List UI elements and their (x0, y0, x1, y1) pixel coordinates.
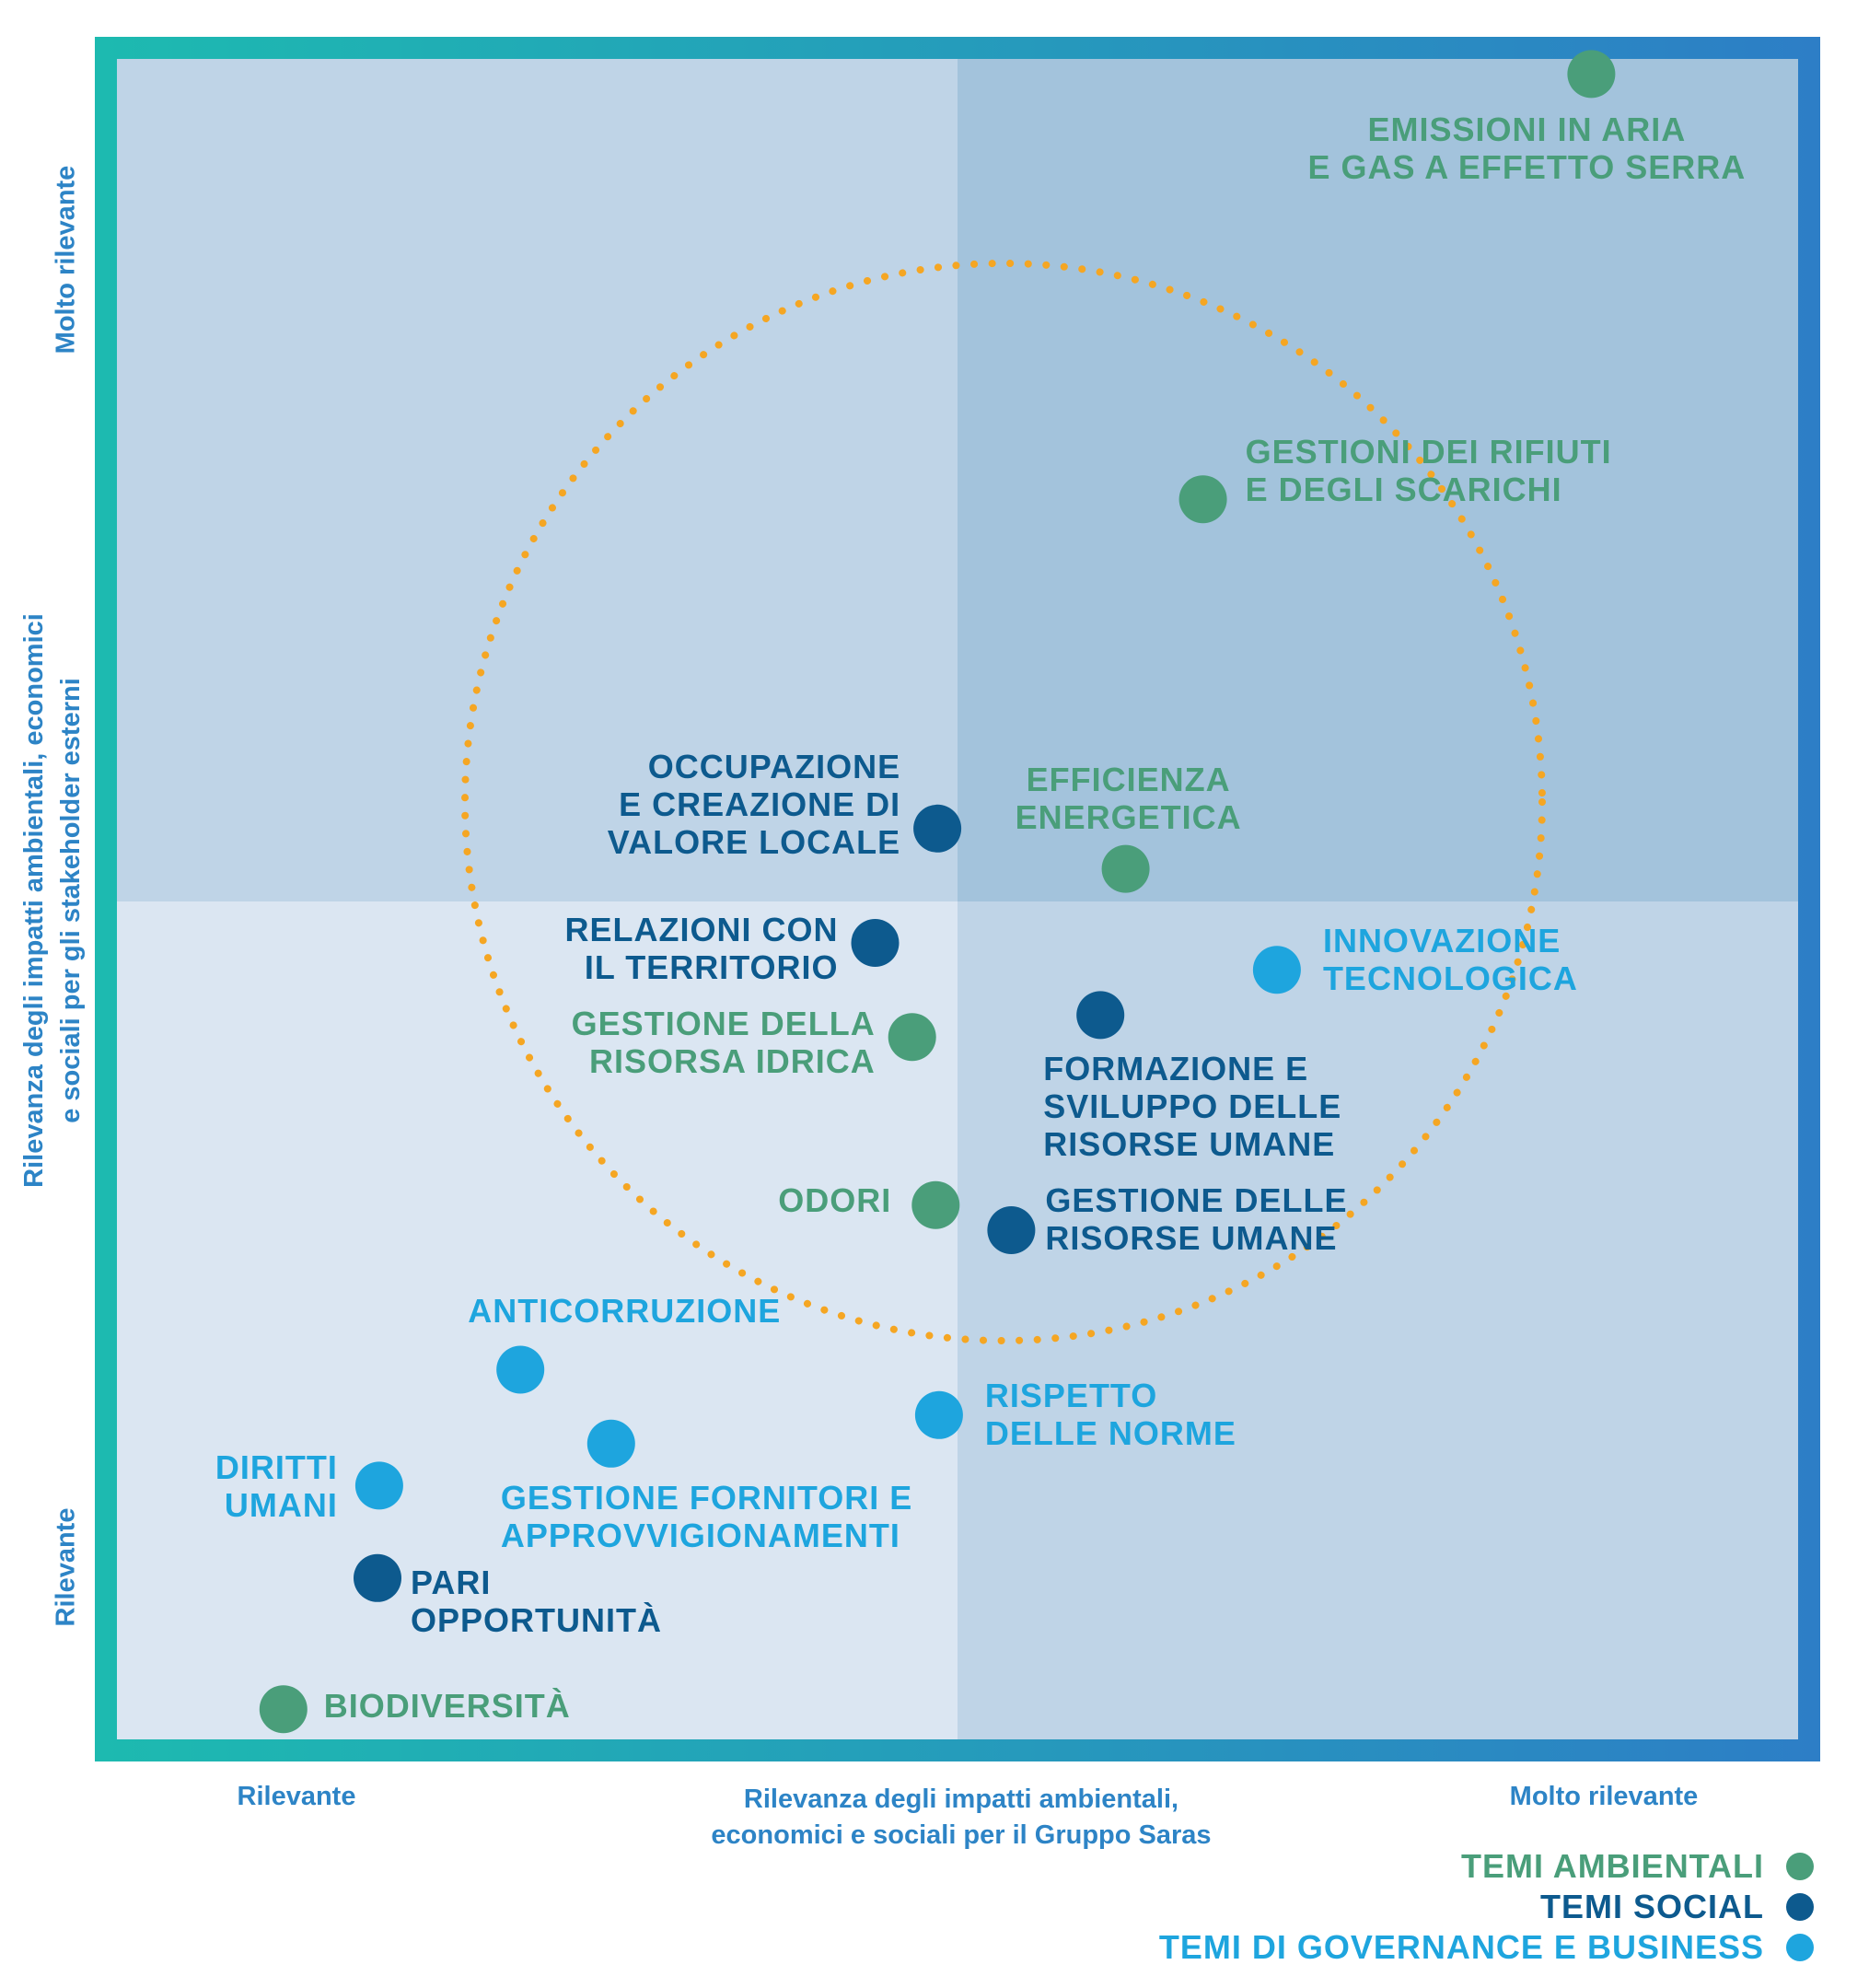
y-axis-high-label: Molto rilevante (51, 165, 81, 355)
quadrant-top-left (117, 59, 958, 901)
point-innovazione (1252, 946, 1301, 994)
point-emissioni (1567, 50, 1616, 99)
point-label-line: SVILUPPO DELLE (1043, 1087, 1342, 1126)
point-label-line: RISPETTO (984, 1376, 1158, 1414)
point-efficienza (1101, 844, 1150, 893)
y-axis-low-label: Rilevante (51, 1507, 81, 1627)
point-label-line: EMISSIONI IN ARIA (1367, 110, 1687, 149)
point-label-biodiversita: BIODIVERSITÀ (324, 1687, 571, 1725)
point-label-line: E GAS A EFFETTO SERRA (1307, 148, 1747, 187)
point-label-line: OPPORTUNITÀ (411, 1600, 663, 1639)
point-label-line: RISORSE UMANE (1045, 1219, 1338, 1258)
x-axis-high-label: Molto rilevante (1509, 1782, 1699, 1811)
point-label-line: IL TERRITORIO (584, 947, 839, 986)
legend-item-social: TEMI SOCIAL (1540, 1888, 1814, 1926)
point-idrica (888, 1013, 936, 1062)
point-label-line: DELLE NORME (984, 1413, 1236, 1452)
x-axis-title-line2: economici e sociali per il Gruppo Saras (711, 1820, 1212, 1850)
point-rifiuti (1178, 475, 1227, 524)
quadrant-top-right (958, 59, 1798, 901)
point-label-line: VALORE LOCALE (607, 822, 901, 861)
point-biodiversita (259, 1685, 308, 1734)
point-label-odori: ODORI (778, 1181, 891, 1219)
point-diritti (354, 1461, 403, 1510)
quadrant-bottom-right (958, 901, 1798, 1739)
point-fornitori (586, 1419, 635, 1468)
point-occupazione (913, 804, 962, 853)
point-anticorruzione (496, 1345, 545, 1394)
x-axis-title: Rilevanza degli impatti ambientali, econ… (711, 1782, 1211, 1854)
point-label-line: E CREAZIONE DI (619, 785, 901, 823)
point-label-line: E DEGLI SCARICHI (1245, 471, 1562, 509)
point-label-line: RISORSA IDRICA (589, 1042, 876, 1081)
point-label-line: ENERGETICA (1015, 797, 1242, 836)
point-label-line: GESTIONI DEI RIFIUTI (1245, 433, 1612, 471)
point-formazione (1076, 991, 1125, 1040)
point-label-line: APPROVVIGIONAMENTI (500, 1516, 900, 1554)
y-axis-title: Rilevanza degli impatti ambientali, econ… (16, 613, 89, 1188)
point-relazioni (851, 919, 900, 967)
point-label-line: GESTIONE DELLE (1045, 1181, 1348, 1220)
point-rispetto (914, 1390, 963, 1439)
point-label-line: BIODIVERSITÀ (323, 1687, 571, 1726)
point-odori (911, 1180, 960, 1229)
point-label-line: EFFICIENZA (1026, 760, 1231, 798)
legend-item-governance: TEMI DI GOVERNANCE E BUSINESS (1159, 1928, 1814, 1967)
point-label-line: DIRITTI (215, 1448, 338, 1487)
point-label-line: GESTIONE DELLA (571, 1005, 876, 1043)
point-label-line: GESTIONE FORNITORI E (500, 1478, 913, 1517)
y-axis-title-line1: Rilevanza degli impatti ambientali, econ… (19, 613, 49, 1188)
point-label-line: ODORI (778, 1180, 892, 1219)
point-label-line: RELAZIONI CON (564, 910, 839, 948)
legend-label: TEMI SOCIAL (1540, 1888, 1764, 1925)
point-pari (354, 1553, 401, 1602)
point-label-line: UMANI (224, 1486, 338, 1525)
y-axis-title-line2: e sociali per gli stakeholder esterni (56, 678, 86, 1123)
legend-dot (1786, 1853, 1814, 1880)
legend-dot (1786, 1893, 1814, 1921)
point-label-line: PARI (411, 1563, 492, 1601)
point-label-line: RISORSE UMANE (1043, 1125, 1336, 1164)
legend-dot (1786, 1934, 1814, 1961)
x-axis-title-line1: Rilevanza degli impatti ambientali, (743, 1785, 1179, 1814)
legend-label: TEMI DI GOVERNANCE E BUSINESS (1158, 1928, 1764, 1966)
point-label-line: TECNOLOGICA (1322, 959, 1578, 998)
quadrant-bottom-left (117, 901, 958, 1739)
point-label-line: ANTICORRUZIONE (468, 1291, 782, 1330)
x-axis-low-label: Rilevante (237, 1782, 356, 1811)
point-label-line: OCCUPAZIONE (647, 747, 901, 785)
point-label-line: FORMAZIONE E (1043, 1050, 1309, 1088)
point-risorse_umane (987, 1206, 1036, 1254)
legend-item-ambientali: TEMI AMBIENTALI (1461, 1847, 1814, 1886)
highlight-ring (461, 260, 1546, 1344)
legend-label: TEMI AMBIENTALI (1461, 1847, 1764, 1885)
point-label-anticorruzione: ANTICORRUZIONE (468, 1292, 781, 1330)
point-label-line: INNOVAZIONE (1322, 922, 1561, 960)
